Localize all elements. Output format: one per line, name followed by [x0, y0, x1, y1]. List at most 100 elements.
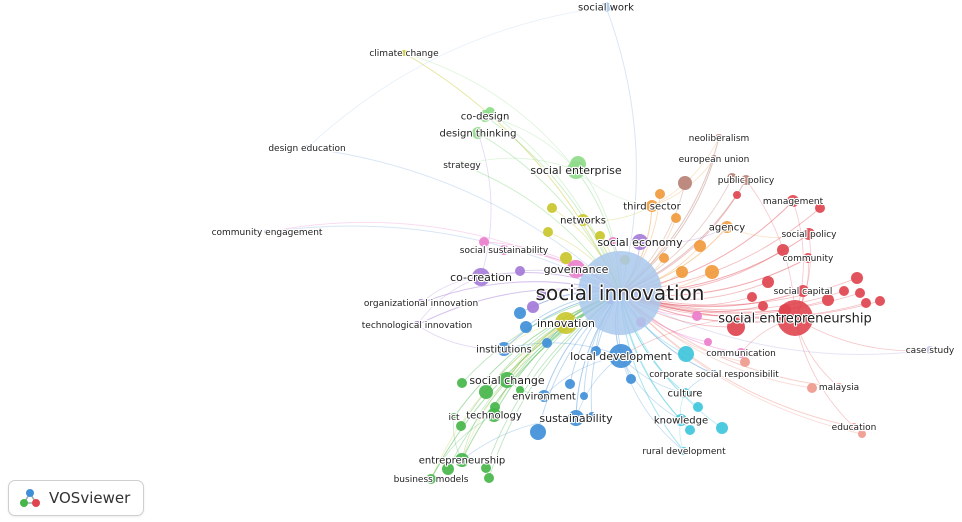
- node-governance[interactable]: [567, 260, 585, 278]
- network-node[interactable]: [530, 424, 546, 440]
- network-node[interactable]: [807, 383, 817, 393]
- node-co-creation[interactable]: [472, 268, 490, 286]
- network-node[interactable]: [595, 231, 605, 241]
- network-node[interactable]: [740, 357, 750, 367]
- node-social-capital[interactable]: [797, 285, 809, 297]
- network-node[interactable]: [693, 402, 703, 412]
- network-node[interactable]: [727, 318, 745, 336]
- node-public-policy[interactable]: [741, 175, 751, 185]
- node-european-union[interactable]: [710, 155, 718, 163]
- node-networks[interactable]: [577, 214, 589, 226]
- node-climate-change[interactable]: [401, 50, 407, 56]
- node-social-work[interactable]: [601, 2, 611, 12]
- node-malaysia[interactable]: [835, 383, 843, 391]
- node-culture[interactable]: [680, 388, 690, 398]
- network-node[interactable]: [839, 286, 849, 296]
- network-node[interactable]: [515, 266, 525, 276]
- network-node[interactable]: [456, 421, 466, 431]
- network-node[interactable]: [747, 292, 757, 302]
- network-node[interactable]: [678, 346, 694, 362]
- node-social-enterprise[interactable]: [567, 161, 585, 179]
- node-strategy[interactable]: [458, 161, 466, 169]
- network-node[interactable]: [481, 463, 491, 473]
- node-entrepreneurship[interactable]: [455, 453, 469, 467]
- network-node[interactable]: [588, 412, 596, 420]
- network-node[interactable]: [479, 385, 493, 399]
- network-node[interactable]: [851, 272, 863, 284]
- network-node[interactable]: [659, 253, 669, 263]
- node-business-models[interactable]: [426, 474, 436, 484]
- node-knowledge[interactable]: [675, 414, 687, 426]
- network-node[interactable]: [727, 173, 737, 183]
- node-institutions[interactable]: [497, 342, 511, 356]
- node-social-entrepreneurship[interactable]: [777, 300, 813, 336]
- network-node[interactable]: [442, 463, 454, 475]
- node-agency[interactable]: [721, 221, 733, 233]
- network-node[interactable]: [671, 213, 681, 223]
- node-management[interactable]: [787, 195, 799, 207]
- network-node[interactable]: [777, 244, 789, 256]
- node-environment[interactable]: [538, 390, 550, 402]
- node-social-innovation[interactable]: [578, 251, 662, 335]
- network-node[interactable]: [457, 378, 467, 388]
- node-sustainability[interactable]: [568, 410, 584, 426]
- node-rural-development[interactable]: [680, 447, 688, 455]
- node-corporate-social-responsibility[interactable]: [710, 370, 718, 378]
- node-local-development[interactable]: [609, 344, 633, 368]
- network-node[interactable]: [580, 392, 588, 400]
- node-social-sustainability[interactable]: [499, 245, 509, 255]
- network-node[interactable]: [484, 473, 494, 483]
- network-node[interactable]: [705, 265, 719, 279]
- node-social-policy[interactable]: [803, 228, 815, 240]
- node-education[interactable]: [850, 423, 858, 431]
- node-co-design[interactable]: [479, 110, 491, 122]
- network-node[interactable]: [676, 266, 688, 278]
- network-node[interactable]: [733, 191, 741, 199]
- network-node[interactable]: [560, 252, 572, 264]
- vosviewer-logo-badge[interactable]: VOSviewer: [8, 480, 144, 516]
- network-node[interactable]: [815, 203, 825, 213]
- network-node[interactable]: [704, 338, 712, 346]
- network-node[interactable]: [762, 276, 774, 288]
- network-node[interactable]: [591, 346, 601, 356]
- network-node[interactable]: [716, 422, 728, 434]
- network-node[interactable]: [537, 290, 547, 300]
- node-community-engagement[interactable]: [264, 229, 270, 235]
- network-node[interactable]: [542, 338, 552, 348]
- network-node[interactable]: [685, 425, 695, 435]
- network-node[interactable]: [655, 189, 665, 199]
- network-node[interactable]: [858, 430, 866, 438]
- node-design-thinking[interactable]: [472, 127, 484, 139]
- network-node[interactable]: [547, 203, 557, 213]
- network-node[interactable]: [855, 288, 865, 298]
- node-social-change[interactable]: [499, 372, 515, 388]
- network-node[interactable]: [520, 321, 532, 333]
- node-third-sector[interactable]: [646, 200, 658, 212]
- network-node[interactable]: [758, 301, 768, 311]
- node-communication[interactable]: [736, 348, 746, 358]
- network-node[interactable]: [479, 237, 489, 247]
- node-innovation[interactable]: [555, 312, 577, 334]
- node-neoliberalism[interactable]: [715, 134, 723, 142]
- node-technological-innovation[interactable]: [413, 321, 421, 329]
- node-community[interactable]: [803, 253, 813, 263]
- network-node[interactable]: [694, 240, 706, 252]
- network-node[interactable]: [822, 294, 834, 306]
- node-organizational-innovation[interactable]: [417, 299, 425, 307]
- network-node[interactable]: [608, 237, 618, 247]
- node-social-economy[interactable]: [632, 234, 648, 250]
- network-node[interactable]: [514, 307, 526, 319]
- network-node[interactable]: [678, 176, 692, 190]
- network-node[interactable]: [543, 227, 553, 237]
- node-design-education[interactable]: [304, 145, 310, 151]
- network-node[interactable]: [516, 386, 524, 394]
- node-technology[interactable]: [487, 408, 501, 422]
- network-node[interactable]: [875, 296, 885, 306]
- network-node[interactable]: [861, 298, 871, 308]
- node-ict[interactable]: [450, 413, 458, 421]
- network-node[interactable]: [626, 374, 636, 384]
- node-case-study[interactable]: [926, 346, 934, 354]
- network-node[interactable]: [565, 379, 575, 389]
- network-node[interactable]: [692, 311, 702, 321]
